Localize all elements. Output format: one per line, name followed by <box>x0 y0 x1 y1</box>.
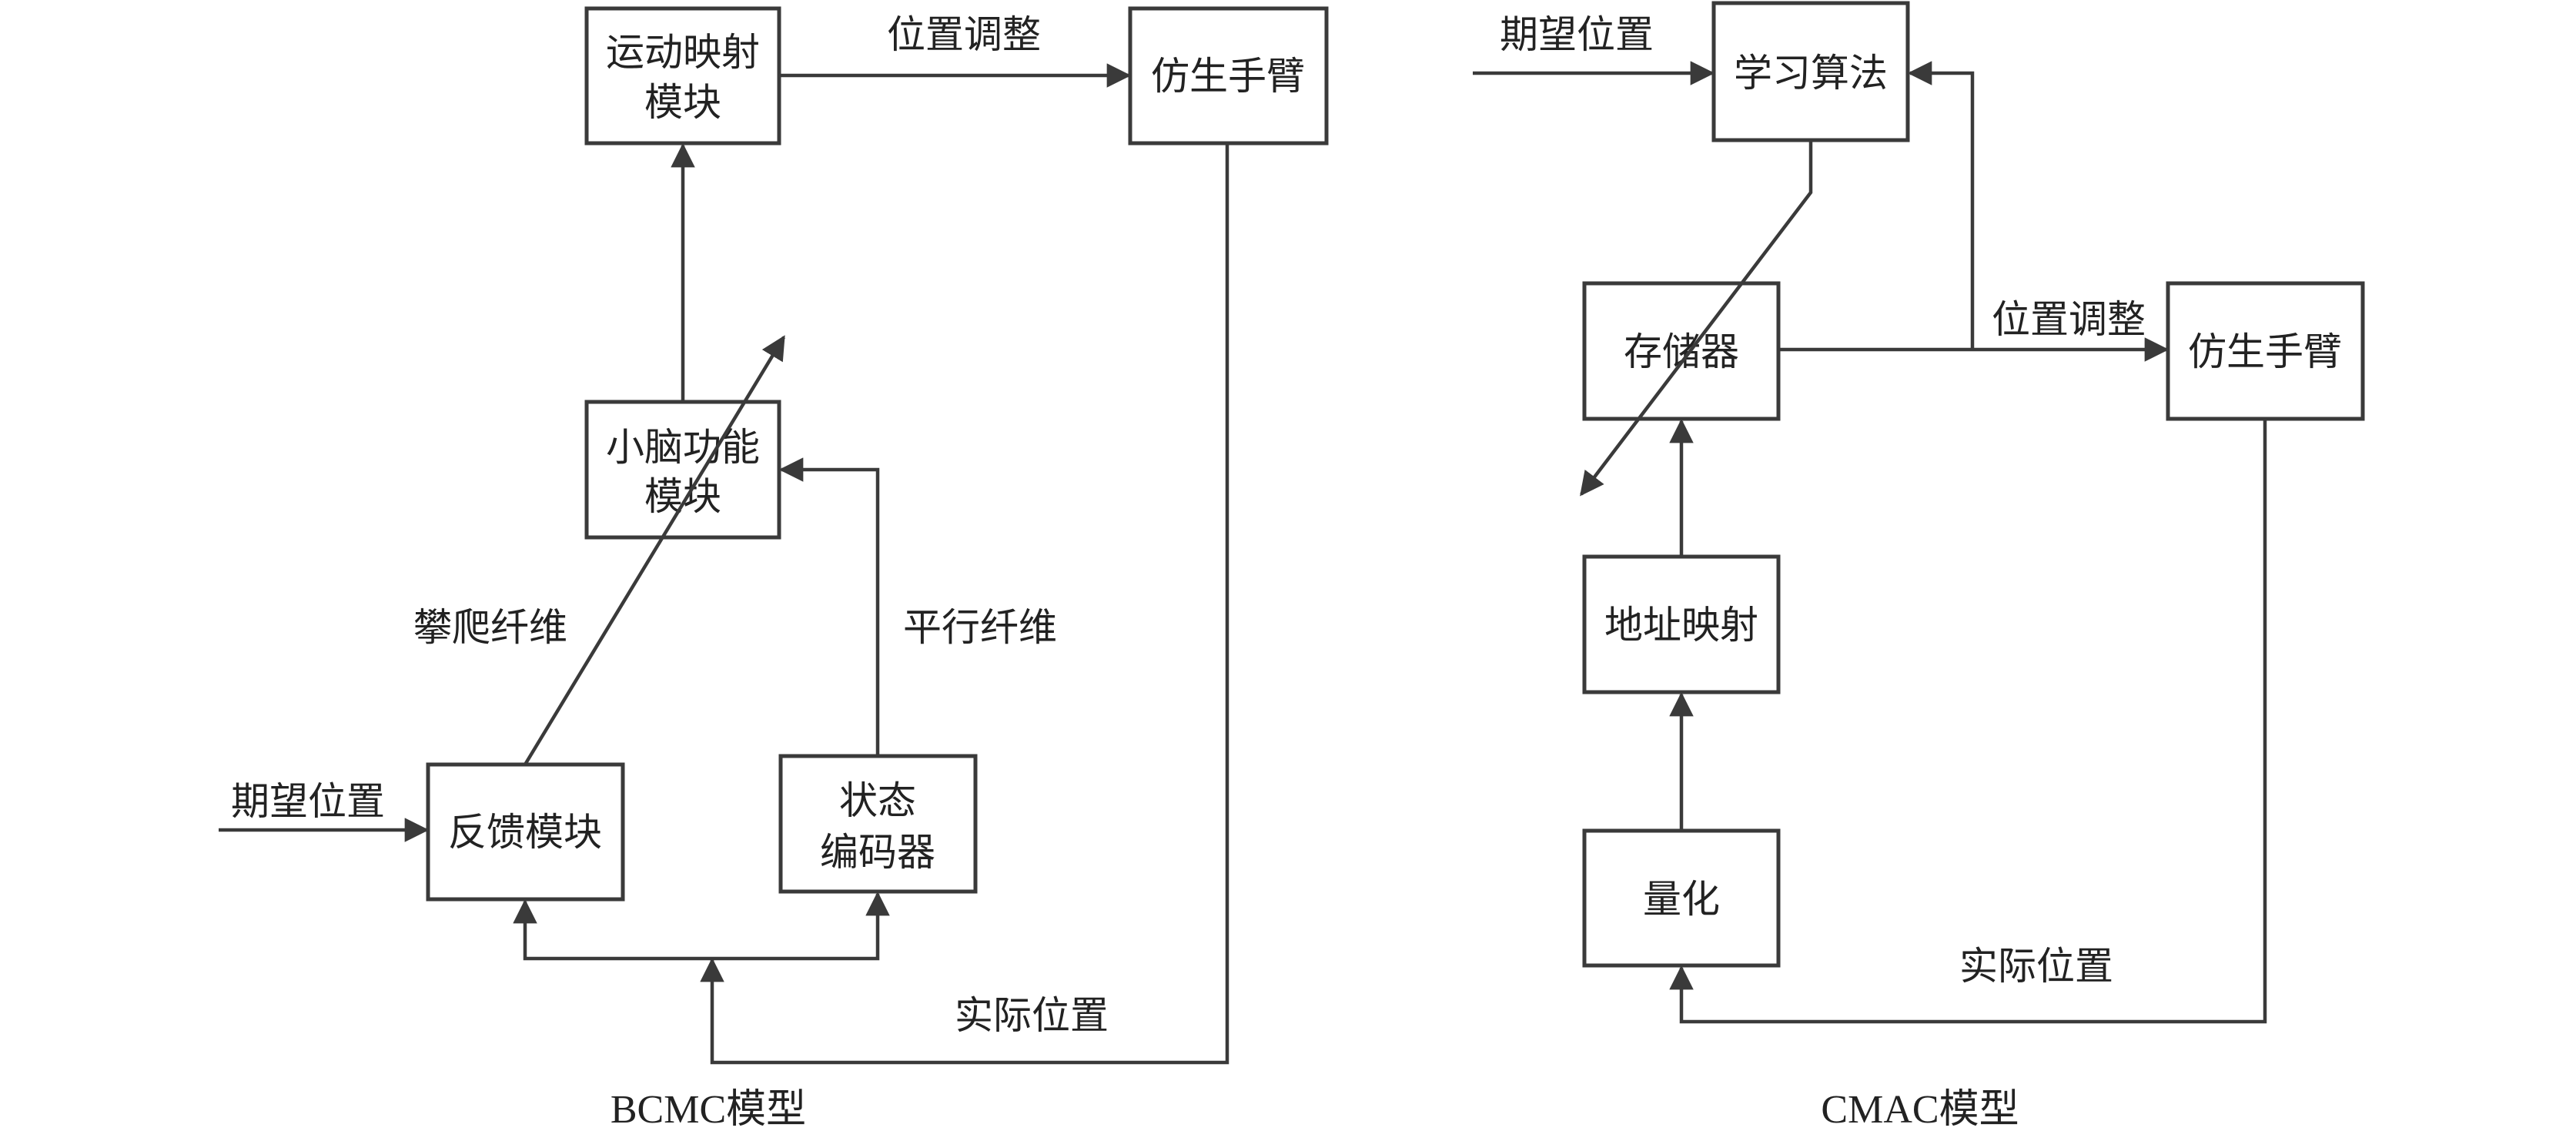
caption-cmac: CMAC模型 <box>1821 1088 2019 1132</box>
box-learning-algorithm: 学习算法 <box>1711 1 1910 142</box>
box-label-line: 学习算法 <box>1734 51 1888 95</box>
box-quantization: 量化 <box>1582 828 1781 968</box>
label-actual-position: 实际位置 <box>955 993 1109 1038</box>
box-label-line: 地址映射 <box>1604 603 1758 647</box>
box-label-line: 反馈模块 <box>448 810 602 855</box>
box-label-line: 模块 <box>644 80 721 125</box>
box-address-mapping: 地址映射 <box>1582 554 1781 694</box>
feedback-actual-line <box>700 143 1229 1065</box>
arrow-climbing-fiber <box>524 335 785 766</box>
box-feedback: 反馈模块 <box>426 762 625 902</box>
box-label-line: 模块 <box>644 474 721 519</box>
label-position-adjust-cmac: 位置调整 <box>1992 297 2146 342</box>
box-label-line: 存储器 <box>1624 330 1739 374</box>
arrow-adjust-to-learning <box>1907 61 1975 350</box>
box-label-line: 量化 <box>1643 877 1720 922</box>
box-state-encoder: 状态 编码器 <box>778 754 978 894</box>
feedback-actual-line-cmac <box>1669 419 2267 1024</box>
label-climbing-fiber: 攀爬纤维 <box>413 605 567 650</box>
arrow-learning-to-memory <box>1580 140 1813 497</box>
label-desired-position-cmac: 期望位置 <box>1500 12 1654 57</box>
bcmc-diagram: 运动映射 模块 仿生手臂 小脑功能 模块 反馈模块 状态 编码器 <box>219 6 1329 1132</box>
box-label-line: 仿生手臂 <box>2188 330 2342 374</box>
box-label-line: 小脑功能 <box>606 425 760 470</box>
cmac-diagram: 学习算法 存储器 仿生手臂 地址映射 量化 期望位置 位置调整 实际位置 CMA <box>1473 1 2365 1132</box>
box-label-line: 编码器 <box>820 830 935 875</box>
label-position-adjust: 位置调整 <box>887 12 1041 57</box>
box-bionic-arm-cmac: 仿生手臂 <box>2166 281 2365 421</box>
box-cerebellum: 小脑功能 模块 <box>584 400 781 540</box>
box-label-line: 状态 <box>839 778 916 823</box>
arrow-parallel-fiber <box>778 457 880 756</box>
box-memory: 存储器 <box>1582 281 1781 421</box>
label-parallel-fiber: 平行纤维 <box>903 605 1057 650</box>
label-actual-position-cmac: 实际位置 <box>1959 944 2113 989</box>
feedback-split-left <box>513 898 712 961</box>
feedback-split-right <box>712 891 890 961</box>
box-label-line: 仿生手臂 <box>1151 54 1305 99</box>
label-desired-position: 期望位置 <box>231 779 385 824</box>
box-label-line: 运动映射 <box>606 30 760 75</box>
box-bionic-arm: 仿生手臂 <box>1128 6 1329 146</box>
box-motor-mapping: 运动映射 模块 <box>584 6 781 146</box>
caption-bcmc: BCMC模型 <box>611 1088 806 1132</box>
